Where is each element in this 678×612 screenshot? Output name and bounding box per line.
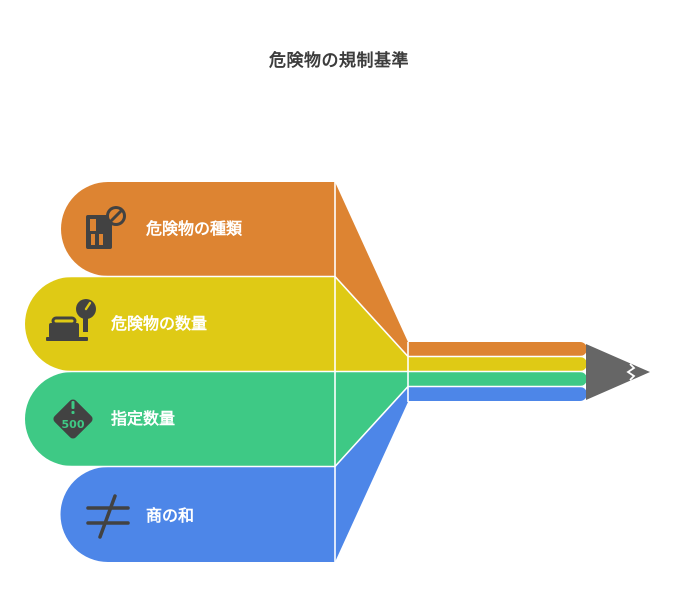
band-1 xyxy=(25,277,587,372)
document-prohibited-icon xyxy=(86,206,126,249)
weight-scale-icon xyxy=(46,299,96,341)
band-1-shape xyxy=(25,277,335,371)
not-equal-icon xyxy=(86,494,130,539)
band-2-funnel xyxy=(335,372,408,466)
band-3-funnel xyxy=(335,387,408,562)
band-0-stripe xyxy=(408,342,587,356)
label-designated-quantity: 指定数量 xyxy=(111,409,176,428)
band-2-stripe xyxy=(408,372,587,386)
diagram-title: 危険物の規制基準 xyxy=(269,51,409,71)
band-0-shape xyxy=(61,182,335,276)
band-3 xyxy=(60,387,587,562)
pencil-tip xyxy=(586,344,650,400)
band-3-stripe xyxy=(408,387,587,401)
band-1-stripe xyxy=(408,357,587,371)
icon-500-text: 500 xyxy=(62,418,85,431)
band-2-shape xyxy=(25,372,335,466)
pencil-lead-notch xyxy=(626,363,636,381)
label-hazard-type: 危険物の種類 xyxy=(146,219,243,238)
band-0 xyxy=(61,182,587,357)
label-sum-of-quotients: 商の和 xyxy=(146,506,195,525)
band-3-shape xyxy=(60,467,336,562)
band-0-funnel xyxy=(335,182,408,357)
band-separators xyxy=(40,182,586,562)
band-1-funnel xyxy=(335,277,408,372)
warning-diamond-500-icon: 500 xyxy=(53,399,93,439)
band-2 xyxy=(25,372,587,466)
label-hazard-quantity: 危険物の数量 xyxy=(111,314,208,333)
